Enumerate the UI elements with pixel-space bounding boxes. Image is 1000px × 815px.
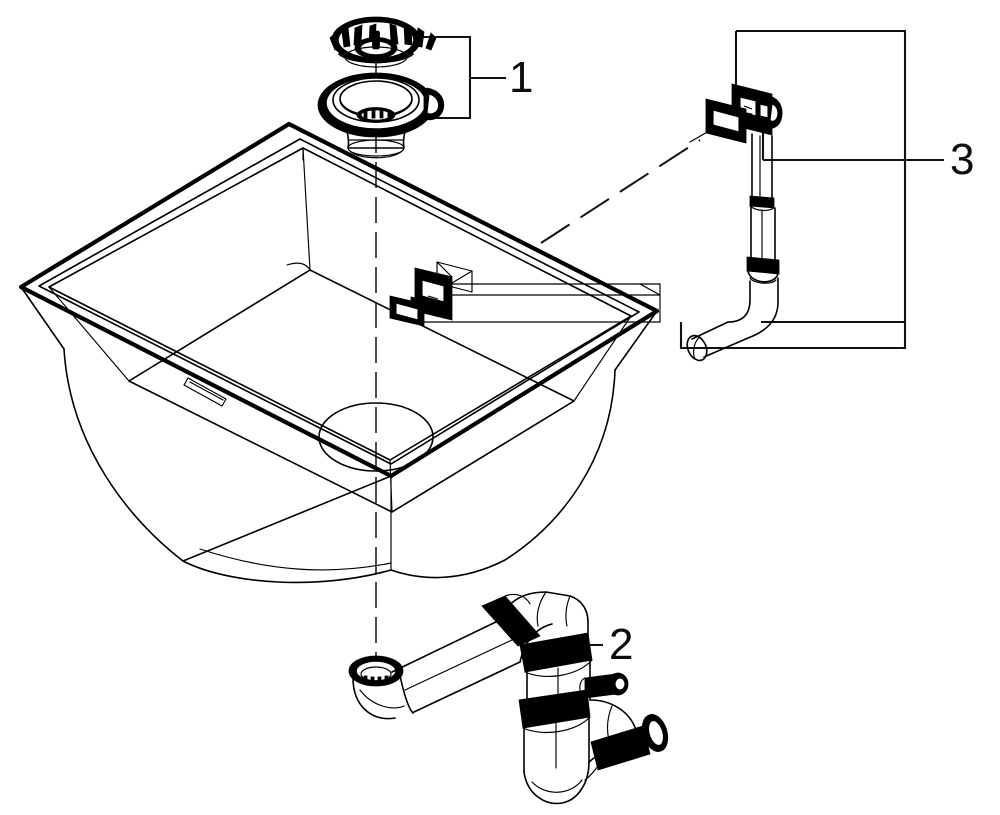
bottle-trap-lower: [523, 715, 590, 805]
overflow-slot: [183, 377, 227, 407]
bottle-trap-assembly: [348, 591, 669, 805]
trap-horizontal-pipe: [391, 593, 541, 713]
trap-inlet-cup: [348, 655, 414, 720]
sink-drain-hole: [318, 402, 434, 472]
trap-lower-nut: [518, 689, 591, 734]
callout-label-2: 2: [609, 620, 634, 669]
overflow-fitting: [389, 261, 661, 327]
callout-label-3: 3: [950, 135, 975, 184]
remote-waste-valve: [686, 83, 783, 362]
strainer-body: [317, 72, 445, 159]
callout-label-1: 1: [509, 53, 534, 102]
overflow-leader-line: [540, 139, 701, 244]
trap-outlet-elbow: [584, 699, 669, 781]
callout-bracket-3: [679, 29, 944, 350]
sink-basin: [18, 121, 660, 584]
trap-upper-nut: [519, 632, 593, 678]
trap-side-spigot: [579, 672, 629, 699]
strainer-basket: [329, 16, 437, 68]
